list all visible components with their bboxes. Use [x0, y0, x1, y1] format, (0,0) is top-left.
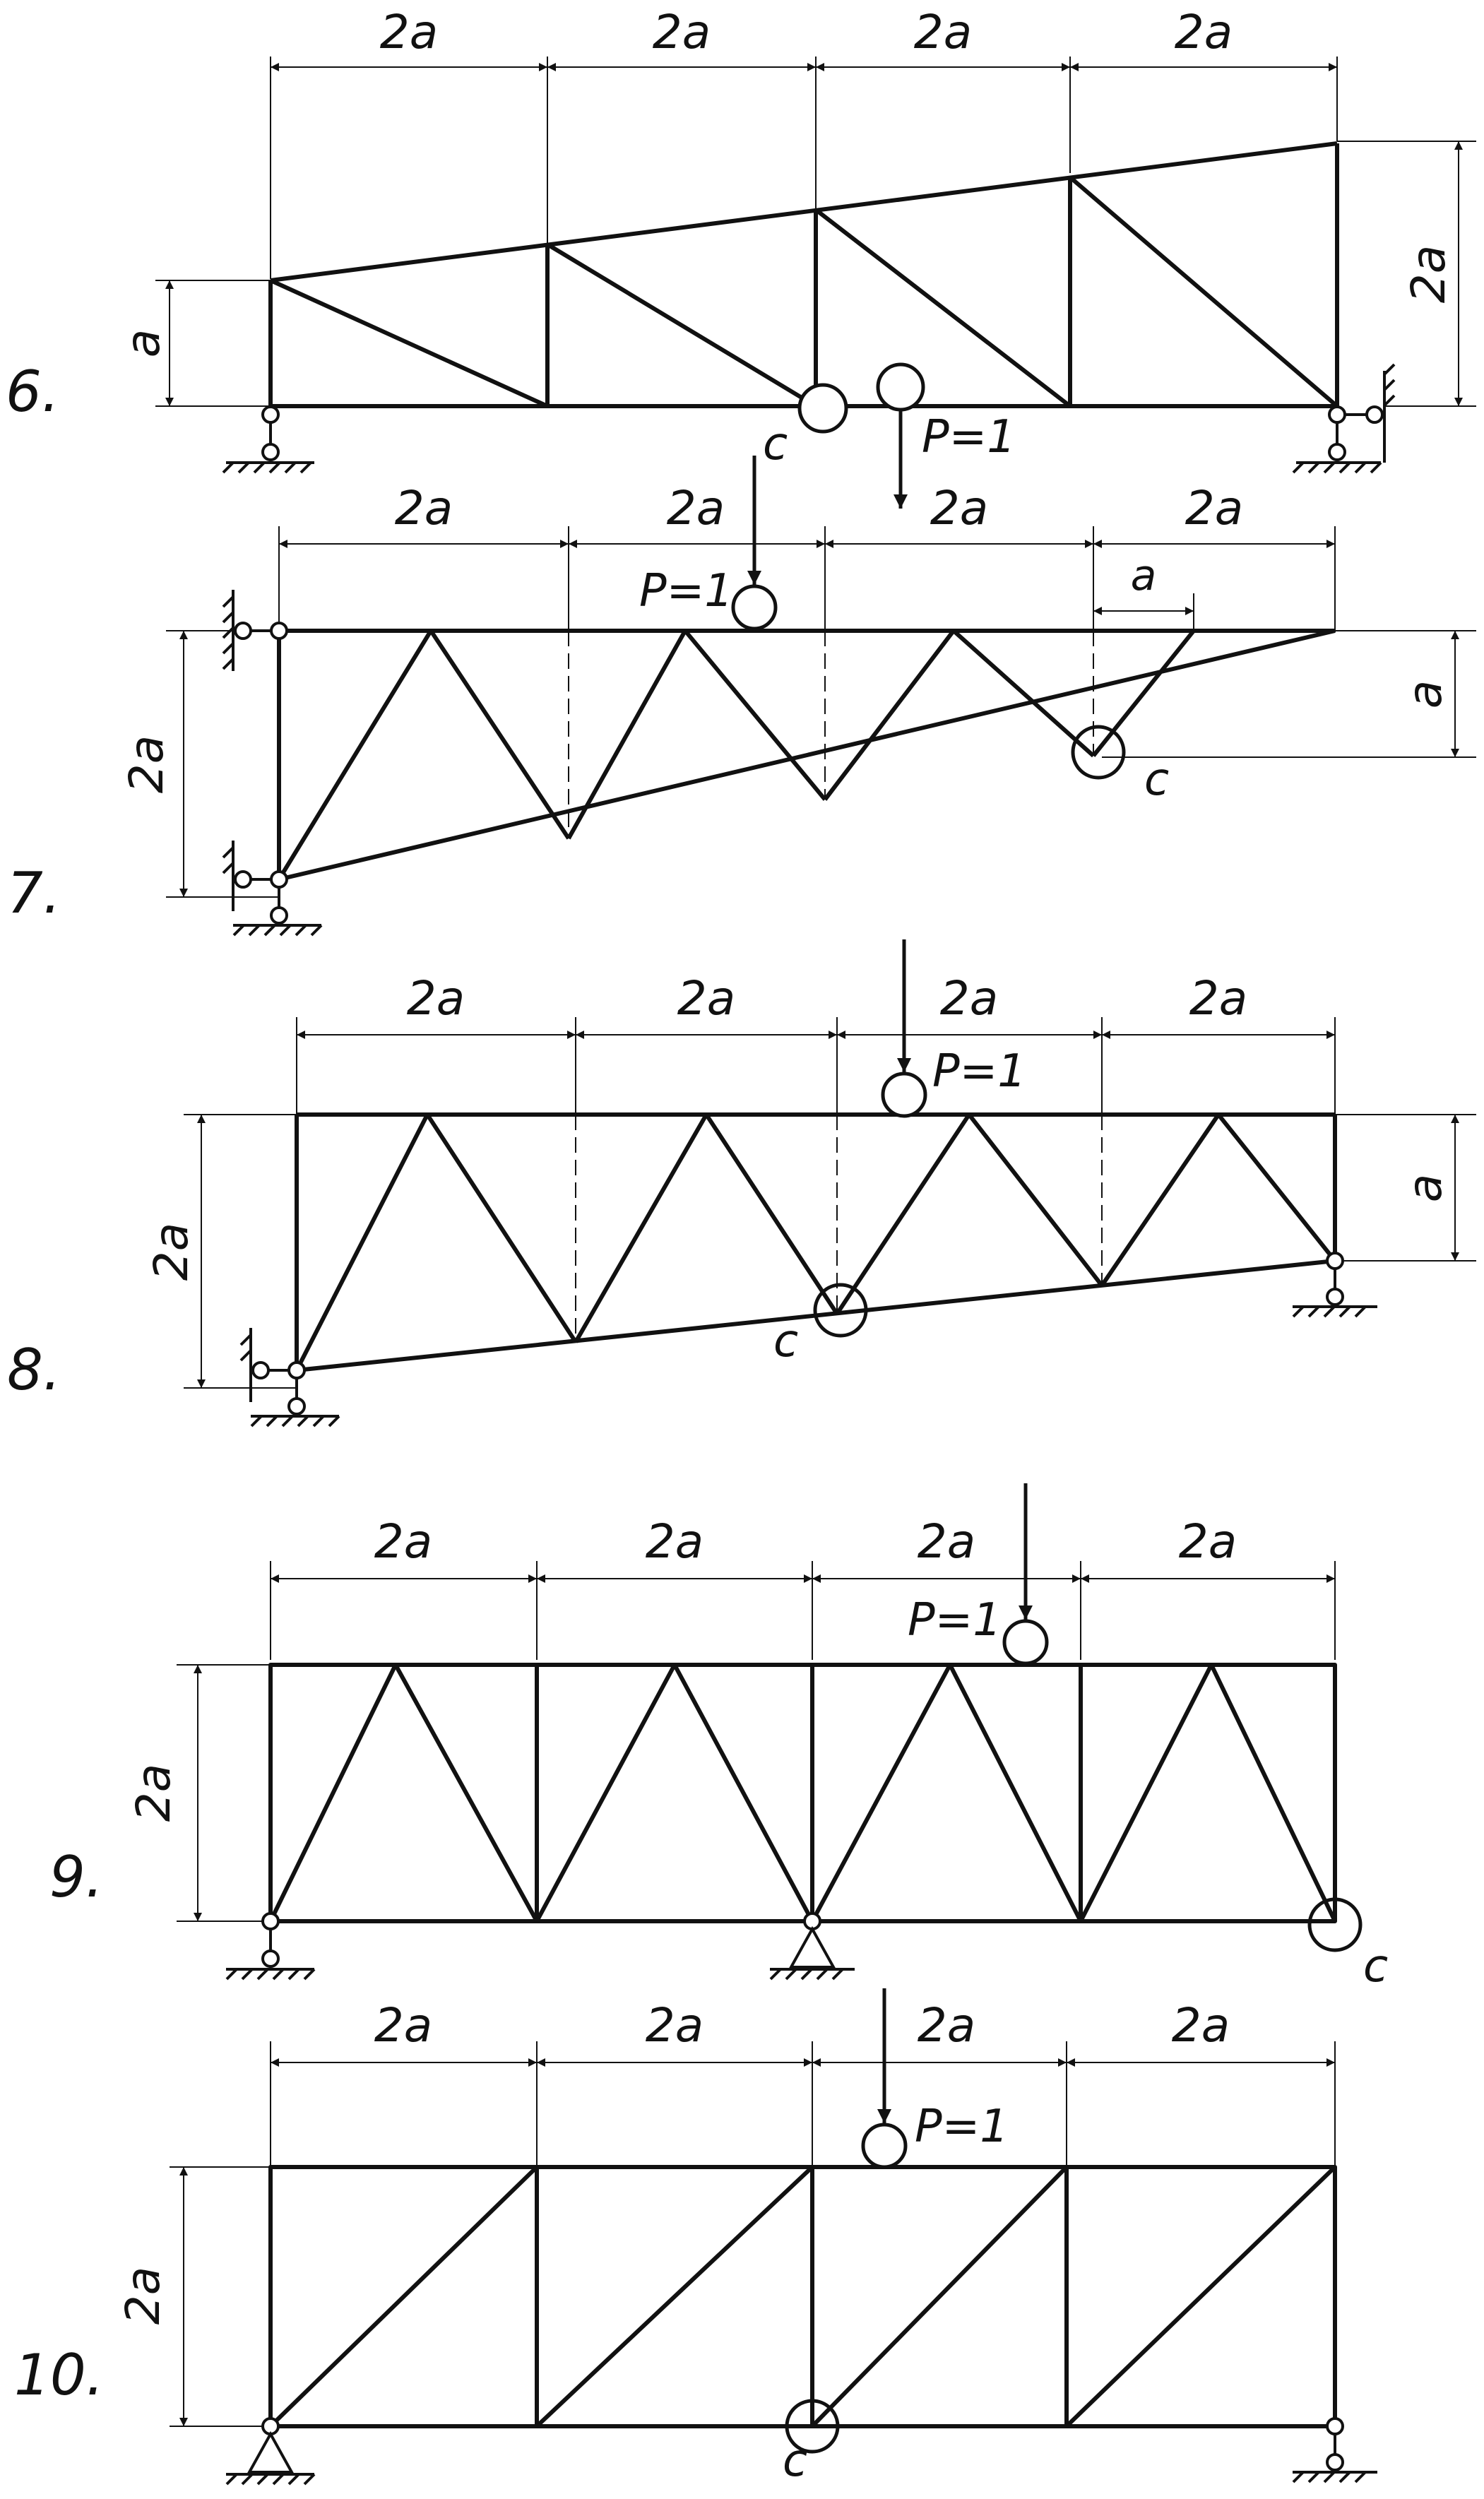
problem-7-top-support [222, 590, 288, 671]
problem-6-load-label: P=1 [922, 411, 1016, 463]
problem-10-span-2: 2a [646, 1998, 704, 2053]
problem-7-span-4: 2a [1185, 481, 1243, 535]
problem-8-span-2: 2a [677, 971, 735, 1026]
problem-8-right-support [1292, 1252, 1377, 1318]
problem-6-span-2: 2a [653, 5, 711, 59]
load-roller-circle [731, 584, 778, 631]
problem-9-span-4: 2a [1179, 1514, 1237, 1569]
problem-8-right-height: a [1398, 1174, 1452, 1202]
problem-6-right-support [1292, 363, 1396, 474]
problem-9: 9. 2a 2a 2a 2a 2a P=1 c [49, 1483, 1388, 1993]
problem-6-left-support [222, 405, 314, 474]
problem-8-left-support [239, 1328, 340, 1427]
problem-6-right-height: 2a [1401, 245, 1456, 303]
problem-7-span-2: 2a [667, 481, 725, 535]
problem-7-span-3: 2a [930, 481, 988, 535]
problem-8-span-3: 2a [940, 971, 998, 1026]
problem-10-left-height: 2a [116, 2267, 170, 2325]
point-c-marker [1071, 725, 1126, 780]
problem-7-point-label: c [1144, 754, 1169, 806]
problem-10: 10. 2a 2a 2a 2a 2a P=1 c [14, 1988, 1377, 2487]
problem-7-span-1: 2a [395, 481, 453, 535]
problem-10-right-support [1292, 2417, 1377, 2483]
problem-6-point-label: c [763, 418, 788, 470]
problem-10-truss [268, 2165, 1337, 2428]
problem-7-right-height: a [1398, 680, 1452, 708]
problem-9-middle-support [769, 1912, 855, 1981]
point-c-marker [813, 1283, 868, 1338]
problem-7: 7. 2a 2a 2a 2a a [7, 456, 1476, 937]
problem-6-truss [268, 141, 1339, 408]
problem-6-span-3: 2a [914, 5, 972, 59]
problem-8: 8. 2a 2a 2a 2a 2a a P=1 c [7, 939, 1476, 1427]
problem-9-span-1: 2a [374, 1514, 432, 1569]
problem-8-point-label: c [773, 1315, 798, 1367]
problem-7-bottom-support [222, 841, 323, 937]
problem-6-left-height: a [116, 329, 170, 357]
problem-6-span-4: 2a [1175, 5, 1233, 59]
problem-8-load-label: P=1 [932, 1045, 1026, 1098]
problem-9-left-support [225, 1912, 316, 1981]
problem-6-number: 6. [6, 359, 59, 425]
problem-7-extra-span: a [1131, 551, 1157, 600]
problem-8-span-4: 2a [1189, 971, 1247, 1026]
problem-7-left-height: 2a [119, 735, 174, 793]
point-c-marker [785, 2399, 840, 2454]
problem-10-span-4: 2a [1172, 1998, 1230, 2053]
problem-8-number: 8. [7, 1337, 61, 1403]
problem-8-span-1: 2a [407, 971, 465, 1026]
load-roller-circle [1002, 1619, 1049, 1666]
problem-9-point-label: c [1363, 1940, 1388, 1993]
problem-7-load-label: P=1 [639, 565, 733, 617]
problem-10-number: 10. [14, 2342, 104, 2408]
problem-8-truss [295, 1112, 1337, 1372]
problem-10-load-label: P=1 [915, 2101, 1009, 2153]
problem-10-span-3: 2a [918, 1998, 975, 2053]
load-roller-circle [881, 1072, 927, 1118]
load-roller-circle [861, 2123, 908, 2169]
problem-9-span-3: 2a [918, 1514, 975, 1569]
problem-7-number: 7. [7, 860, 61, 926]
problem-9-span-2: 2a [646, 1514, 704, 1569]
load-roller-circle [876, 362, 925, 412]
problem-9-left-height: 2a [126, 1764, 181, 1822]
problem-8-left-height: 2a [144, 1223, 198, 1281]
problem-6-span-1: 2a [380, 5, 438, 59]
problem-7-truss [277, 629, 1336, 882]
problem-10-span-1: 2a [374, 1998, 432, 2053]
problem-9-load-label: P=1 [908, 1594, 1002, 1646]
problem-9-truss [268, 1663, 1337, 1923]
point-c-marker [1307, 1897, 1363, 1952]
problem-10-left-support [225, 2417, 316, 2486]
problem-9-number: 9. [49, 1844, 103, 1910]
point-c-marker [797, 383, 848, 434]
problem-6: 6. 2a 2a 2a 2a a 2 [6, 5, 1476, 509]
